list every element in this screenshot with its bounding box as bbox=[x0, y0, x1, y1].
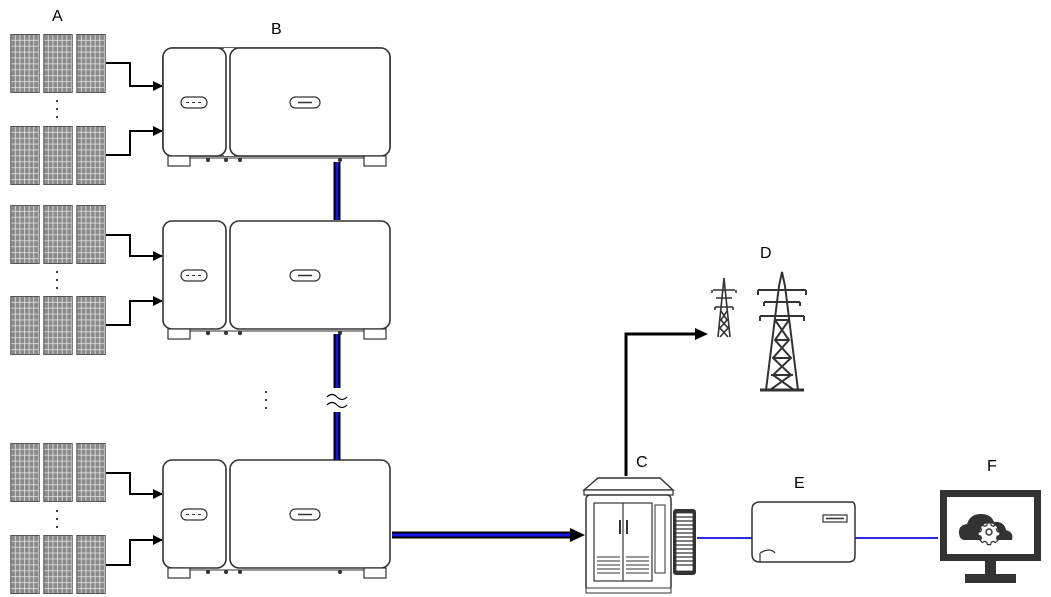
pv-strings-group-3 bbox=[10, 443, 106, 594]
solar-panel-icon bbox=[10, 443, 40, 502]
solar-panel-icon bbox=[10, 535, 40, 594]
label-f: F bbox=[987, 458, 997, 475]
inverter-icon bbox=[162, 459, 391, 579]
solar-panel-icon bbox=[76, 205, 106, 264]
solar-panel-icon bbox=[10, 34, 40, 93]
solar-panel-icon bbox=[10, 126, 40, 185]
data-logger-icon bbox=[751, 501, 856, 563]
solar-panel-icon bbox=[43, 535, 73, 594]
solar-panel-icon bbox=[76, 443, 106, 502]
pv-strings-group-1 bbox=[10, 34, 106, 185]
solar-panel-icon bbox=[43, 296, 73, 355]
inverter-icon bbox=[162, 47, 391, 167]
box-transformer-icon bbox=[582, 477, 696, 594]
solar-panel-icon bbox=[76, 535, 106, 594]
ac-power-cable bbox=[326, 162, 585, 542]
label-b: B bbox=[271, 21, 282, 38]
transmission-tower-icon bbox=[711, 277, 737, 338]
solar-panel-icon bbox=[43, 205, 73, 264]
solar-panel-icon bbox=[43, 126, 73, 185]
label-c: C bbox=[636, 454, 648, 471]
monitor-cloud-gear-icon bbox=[940, 490, 1041, 583]
ellipsis-vertical-icon bbox=[56, 271, 58, 289]
grid-connection-cable bbox=[624, 332, 700, 476]
inverter-icon bbox=[162, 220, 391, 340]
label-a: A bbox=[52, 8, 63, 25]
label-e: E bbox=[794, 475, 805, 492]
solar-panel-icon bbox=[43, 34, 73, 93]
solar-panel-icon bbox=[10, 296, 40, 355]
ellipsis-vertical-icon bbox=[56, 100, 58, 118]
pv-strings-group-2 bbox=[10, 205, 106, 355]
transmission-tower-icon bbox=[757, 271, 807, 392]
solar-panel-icon bbox=[10, 205, 40, 264]
ellipsis-vertical-icon bbox=[56, 510, 58, 528]
label-d: D bbox=[760, 245, 772, 262]
break-symbol-icon bbox=[326, 393, 348, 409]
solar-panel-icon bbox=[43, 443, 73, 502]
solar-panel-icon bbox=[76, 296, 106, 355]
solar-panel-icon bbox=[76, 34, 106, 93]
dc-input-cables bbox=[106, 62, 163, 566]
solar-panel-icon bbox=[76, 126, 106, 185]
ellipsis-vertical-icon bbox=[265, 391, 267, 409]
